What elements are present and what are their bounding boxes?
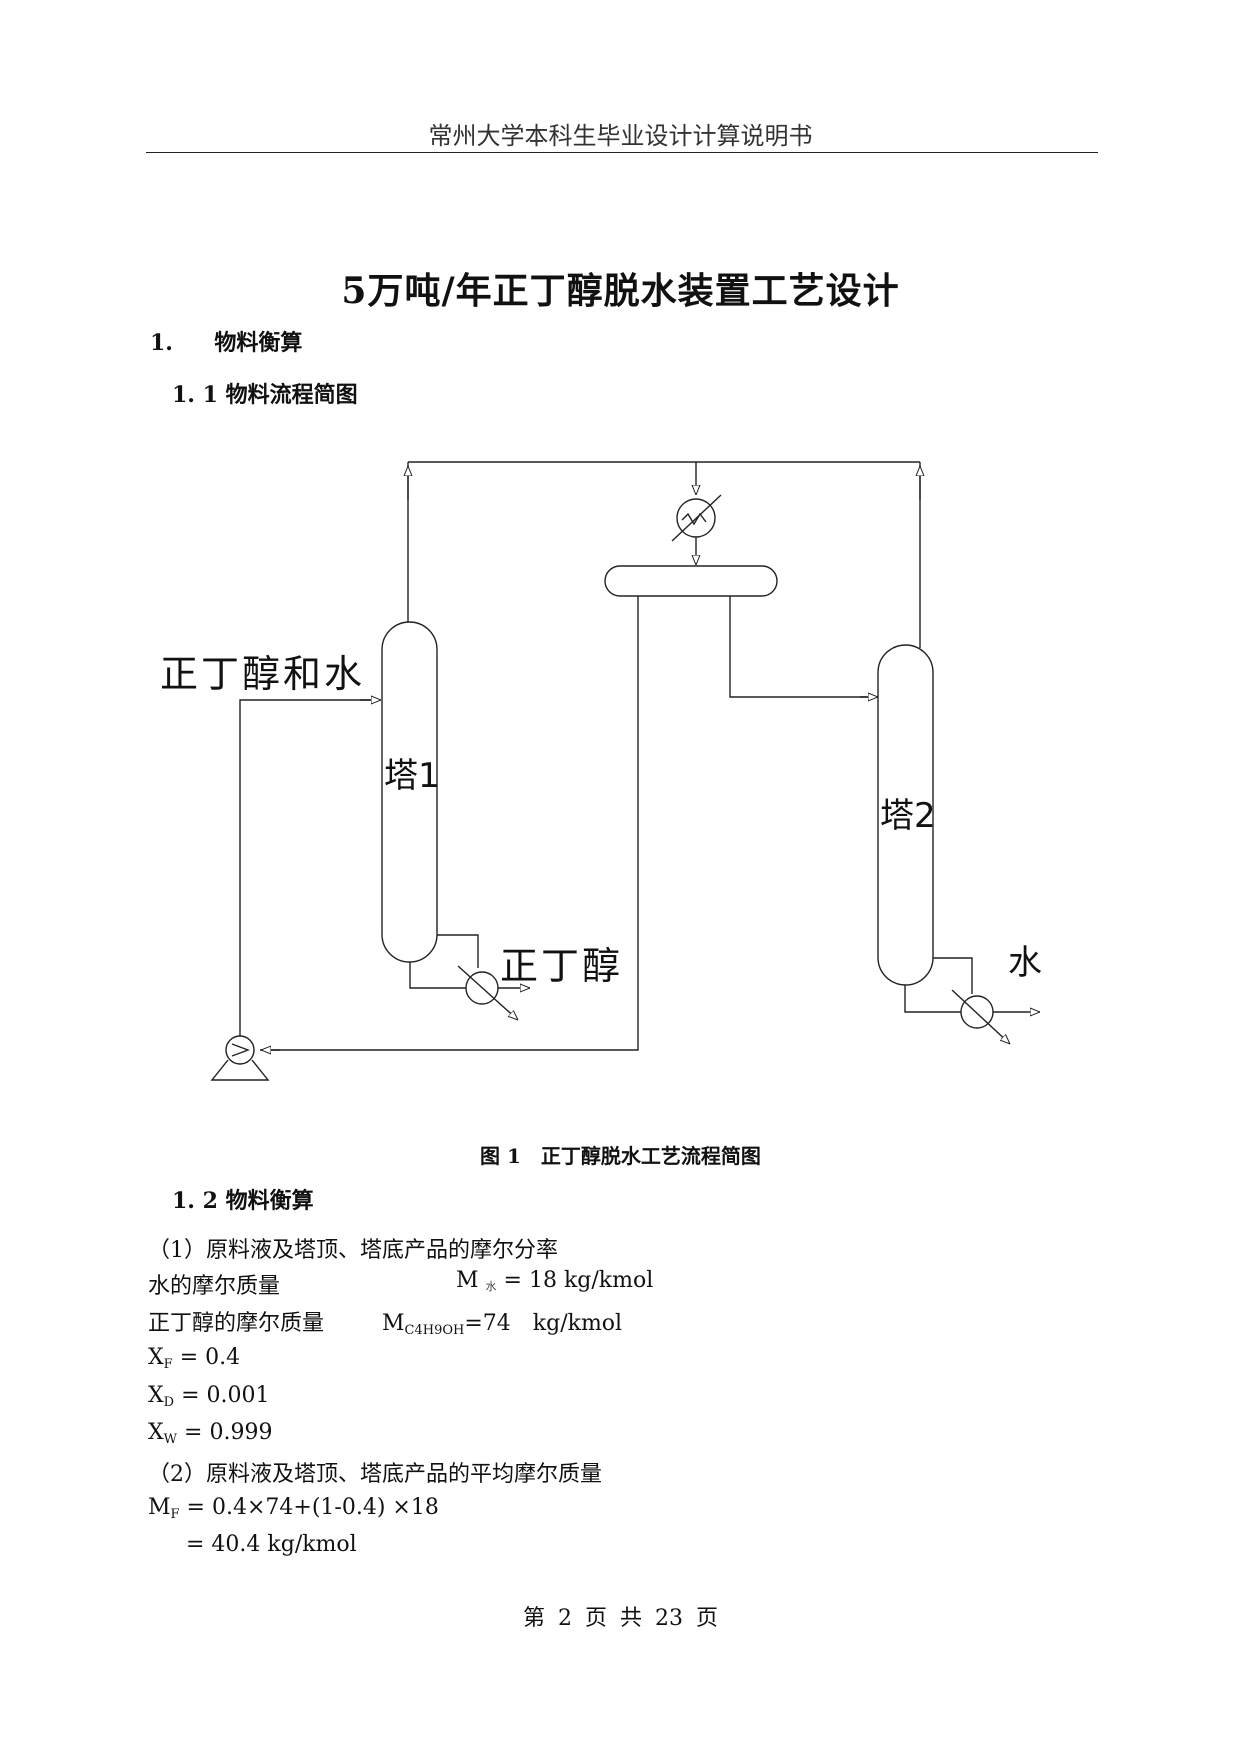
xw-symbol: X	[148, 1420, 164, 1445]
label-water: 水	[1008, 943, 1042, 983]
butanol-mw-subscript: C4H9OH	[404, 1323, 465, 1338]
page-footer: 第 2 页 共 23 页	[523, 1606, 718, 1631]
butanol-mw-value: =74 kg/kmol	[464, 1311, 623, 1336]
mf-symbol: M	[148, 1495, 171, 1520]
xf-value: = 0.4	[172, 1345, 241, 1370]
pump-icon	[225, 1035, 255, 1065]
section-heading-1: 1. 物料衡算	[150, 325, 302, 357]
water-mw-value: = 18 kg/kmol	[503, 1268, 654, 1293]
decanter-vessel	[604, 565, 778, 597]
xd-value: = 0.001	[174, 1383, 270, 1408]
tower2-bottom-line	[904, 985, 962, 1013]
figure-caption: 图 1 正丁醇脱水工艺流程简图	[480, 1144, 761, 1168]
para2-heading: （2）原料液及塔顶、塔底产品的平均摩尔质量	[148, 1462, 602, 1487]
running-header: 常州大学本科生毕业设计计算说明书	[428, 122, 813, 150]
xw-subscript: W	[163, 1432, 178, 1447]
vapor-line-top	[407, 461, 921, 648]
mf-result: = 40.4 kg/kmol	[186, 1532, 357, 1557]
tower1-reboiler-stream	[457, 965, 518, 1020]
water-mw-formula: M 水 = 18 kg/kmol	[456, 1268, 653, 1294]
section-title: 物料衡算	[214, 330, 303, 356]
water-mw-label: 水的摩尔质量	[148, 1274, 281, 1299]
condenser-coil	[681, 512, 707, 526]
tower2-reboiler-return	[933, 957, 973, 994]
condenser-stream-line	[671, 494, 722, 542]
feed-line	[239, 699, 380, 1038]
pump-base	[210, 1059, 270, 1081]
section-heading-1-1: 1. 1 物料流程简图	[172, 382, 358, 408]
xf-subscript: F	[163, 1357, 173, 1372]
xf-line: XF = 0.4	[148, 1345, 240, 1372]
xd-line: XD = 0.001	[148, 1383, 270, 1410]
xf-symbol: X	[148, 1345, 164, 1370]
butanol-mw-symbol: M	[382, 1311, 405, 1336]
tower1-reboiler-return	[437, 934, 479, 968]
xd-symbol: X	[148, 1383, 164, 1408]
tower2-reboiler-stream	[951, 989, 1010, 1044]
water-mw-symbol: M	[456, 1268, 479, 1293]
xw-value: = 0.999	[177, 1420, 273, 1445]
xd-subscript: D	[163, 1395, 175, 1410]
pump-impeller	[231, 1043, 250, 1057]
document-title: 5万吨/年正丁醇脱水装置工艺设计	[341, 270, 900, 312]
label-feed: 正丁醇和水	[160, 652, 366, 696]
mf-expression: = 0.4×74+(1-0.4) ×18	[179, 1495, 439, 1520]
butanol-mw-formula: MC4H9OH=74 kg/kmol	[382, 1305, 622, 1338]
label-butanol: 正丁醇	[500, 944, 624, 988]
header-rule	[146, 152, 1098, 153]
recycle-line	[260, 596, 639, 1051]
process-flow-diagram	[210, 461, 1040, 1081]
water-mw-subscript: 水	[485, 1280, 497, 1293]
section-number: 1.	[150, 330, 173, 356]
mf-line: MF = 0.4×74+(1-0.4) ×18	[148, 1495, 439, 1522]
label-tower2: 塔2	[880, 796, 936, 836]
label-tower1: 塔1	[384, 756, 440, 796]
section-heading-1-2: 1. 2 物料衡算	[172, 1188, 314, 1214]
tower1-bottom-line	[409, 962, 470, 989]
para1-heading: （1）原料液及塔顶、塔底产品的摩尔分率	[148, 1238, 558, 1263]
decanter-to-tower2-line	[729, 596, 878, 698]
mf-subscript: F	[170, 1507, 180, 1522]
xw-line: XW = 0.999	[148, 1420, 272, 1447]
butanol-mw-label: 正丁醇的摩尔质量	[148, 1311, 325, 1336]
